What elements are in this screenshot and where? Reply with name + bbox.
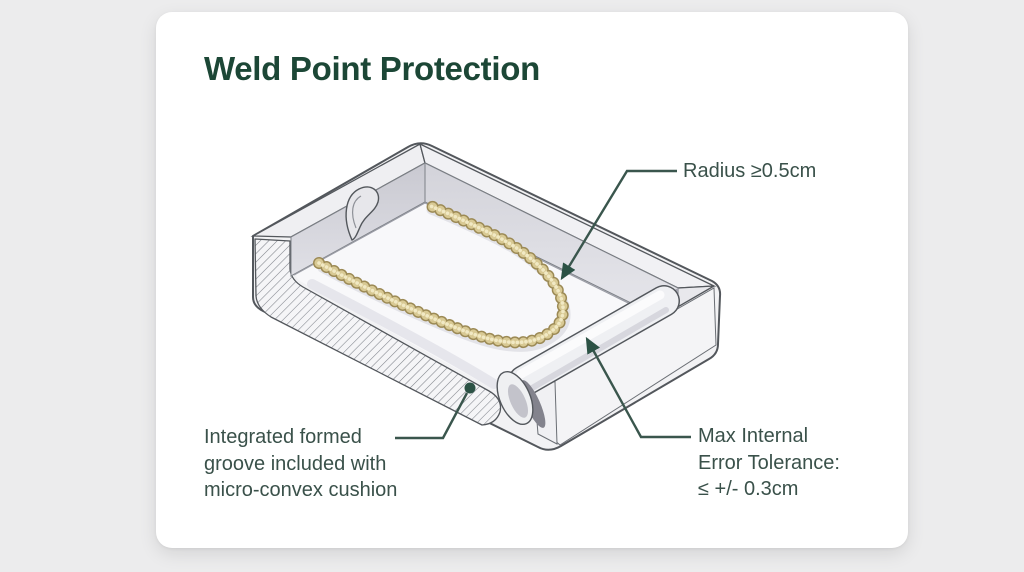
groove-leader-line: [395, 392, 469, 440]
hatched-cross-section: [254, 238, 502, 426]
annotation-tolerance-line1: Max Internal: [698, 425, 809, 447]
annotation-groove-line3: micro-convex cushion: [204, 479, 398, 501]
page-title: Weld Point Protection: [204, 50, 540, 87]
annotation-groove: Integrated formed groove included with m…: [204, 424, 397, 504]
annotation-tolerance: Max Internal Error Tolerance: ≤ +/- 0.3c…: [698, 423, 840, 503]
floor-wall-junction-line: [293, 202, 676, 327]
annotation-tolerance-line2: Error Tolerance:: [698, 451, 840, 474]
groove-leader-dot: [464, 382, 476, 394]
annotation-groove-line1: Integrated formed: [204, 426, 362, 448]
annotation-radius-text: Radius ≥0.5cm: [683, 160, 817, 182]
cushion-contour-shading: [307, 279, 499, 389]
leader-lines: [395, 169, 691, 440]
annotation-radius: Radius ≥0.5cm: [683, 158, 816, 185]
annotation-groove-line2: groove included with: [204, 452, 387, 475]
gold-chain: [313, 199, 571, 352]
annotation-tolerance-line3: ≤ +/- 0.3cm: [698, 478, 799, 500]
tolerance-leader-arrow: [585, 336, 691, 439]
formed-groove: [496, 371, 546, 428]
fabric-loop-fold-line: [351, 195, 362, 229]
radius-leader-arrow: [560, 169, 677, 281]
fabric-loop-tab: [345, 186, 380, 241]
tray-body: [250, 142, 722, 451]
